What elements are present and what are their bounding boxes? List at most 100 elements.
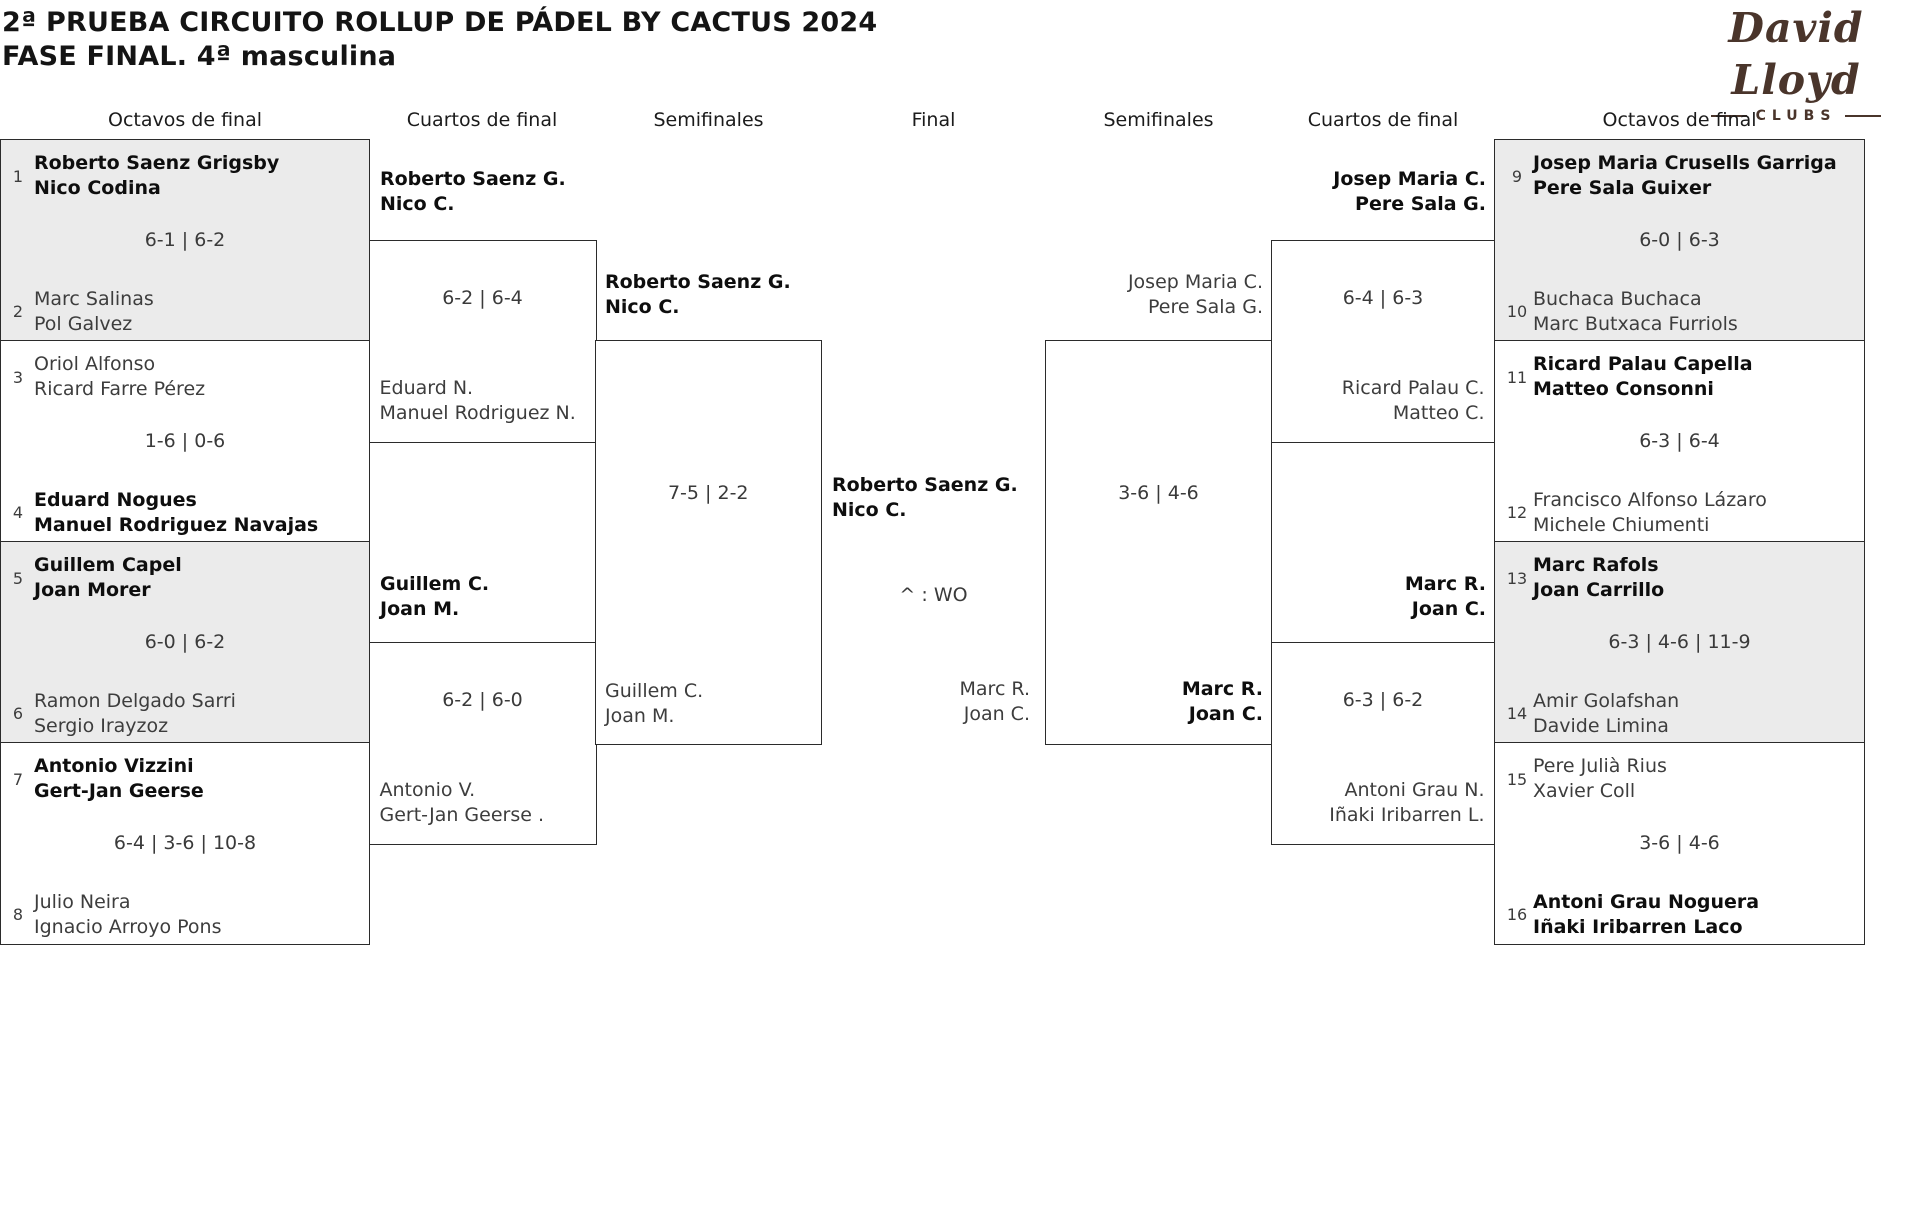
seed-number: 8 xyxy=(12,905,24,924)
advancing-team-label: Roberto Saenz G. Nico C. xyxy=(380,167,566,217)
team-name: Marc Rafols Joan Carrillo xyxy=(1533,553,1664,603)
player-name: Marc R. xyxy=(959,678,1030,700)
player-name: Nico C. xyxy=(605,296,680,318)
team-name: Eduard N. Manuel Rodriguez N. xyxy=(380,376,576,426)
player-name: Roberto Saenz Grigsby xyxy=(34,152,280,174)
advancing-team-label: Josep Maria C. Pere Sala G. xyxy=(1333,167,1486,217)
player-name: Pere Sala G. xyxy=(1355,193,1486,215)
match-score: 3-6 | 4-6 xyxy=(1118,482,1199,504)
round-header-sf-right: Semifinales xyxy=(1103,109,1214,131)
match-score: 1-6 | 0-6 xyxy=(144,430,226,453)
team-name: Antonio V. Gert-Jan Geerse . xyxy=(380,778,545,828)
team-name: Julio Neira Ignacio Arroyo Pons xyxy=(34,890,222,940)
advancing-team-label: Guillem C. Joan M. xyxy=(380,572,489,622)
semifinal-loser-label: Guillem C. Joan M. xyxy=(605,679,703,729)
player-name: Nico C. xyxy=(832,499,907,521)
team-row: 9 Josep Maria Crusells Garriga Pere Sala… xyxy=(1504,151,1860,201)
seed-number: 6 xyxy=(12,704,24,723)
match-box-r16-8: 15 Pere Julià Rius Xavier Coll 3-6 | 4-6… xyxy=(1494,742,1865,945)
team-row: 5 Guillem Capel Joan Morer xyxy=(5,553,365,603)
team-row: 14 Amir Golafshan Davide Limina xyxy=(1504,689,1860,739)
team-name: Antonio Vizzini Gert-Jan Geerse xyxy=(34,754,204,804)
player-name: Nico Codina xyxy=(34,177,161,199)
team-row: 6 Ramon Delgado Sarri Sergio Irayzoz xyxy=(5,689,365,739)
logo-rule-right xyxy=(1845,115,1882,117)
player-name: Oriol Alfonso xyxy=(34,353,156,375)
player-name: Manuel Rodriguez Navajas xyxy=(34,513,319,536)
player-name: Roberto Saenz G. xyxy=(605,271,791,293)
team-name: Marc Salinas Pol Galvez xyxy=(34,287,154,337)
player-name: Pere Julià Rius xyxy=(1533,755,1667,777)
advancing-team-label: Roberto Saenz G. Nico C. xyxy=(605,270,791,320)
player-name: Julio Neira xyxy=(34,890,131,913)
player-name: Antoni Grau N. xyxy=(1344,778,1485,801)
player-name: Buchaca Buchaca xyxy=(1533,287,1702,310)
match-box-qf-2: 6-2 | 6-0 Antonio V. Gert-Jan Geerse . xyxy=(368,642,597,845)
team-row: 7 Antonio Vizzini Gert-Jan Geerse xyxy=(5,754,365,804)
player-name: Francisco Alfonso Lázaro xyxy=(1533,488,1767,511)
team-name: Antoni Grau N. Iñaki Iribarren L. xyxy=(1329,778,1484,828)
seed-number: 16 xyxy=(1506,905,1528,924)
team-name: Ramon Delgado Sarri Sergio Irayzoz xyxy=(34,689,236,739)
logo-rule-left xyxy=(1710,115,1747,117)
player-name: Nico C. xyxy=(380,193,455,215)
team-name: Ricard Palau C. Matteo C. xyxy=(1342,376,1485,426)
player-name: Joan Morer xyxy=(34,579,151,601)
match-box-r16-5: 9 Josep Maria Crusells Garriga Pere Sala… xyxy=(1494,139,1865,342)
team-row: 13 Marc Rafols Joan Carrillo xyxy=(1504,553,1860,603)
match-box-qf-1: 6-2 | 6-4 Eduard N. Manuel Rodriguez N. xyxy=(368,240,597,443)
round-header-final: Final xyxy=(911,109,956,131)
player-name: Gert-Jan Geerse . xyxy=(379,803,545,826)
match-score: 6-3 | 6-2 xyxy=(1342,689,1424,711)
champion-label: Roberto Saenz G. Nico C. xyxy=(832,473,1018,523)
team-name: Francisco Alfonso Lázaro Michele Chiumen… xyxy=(1533,488,1767,538)
team-row: 3 Oriol Alfonso Ricard Farre Pérez xyxy=(5,352,365,402)
semifinal-loser-label: Josep Maria C. Pere Sala G. xyxy=(1128,270,1263,320)
logo-brand-text: David Lloyd xyxy=(1728,4,1864,104)
team-name: Pere Julià Rius Xavier Coll xyxy=(1533,754,1667,804)
seed-number: 14 xyxy=(1506,704,1528,723)
match-score: 6-1 | 6-2 xyxy=(144,229,226,252)
player-name: Marc Butxaca Furriols xyxy=(1533,312,1738,335)
page-title: 2ª PRUEBA CIRCUITO ROLLUP DE PÁDEL BY CA… xyxy=(2,6,877,74)
team-name: Eduard Nogues Manuel Rodriguez Navajas xyxy=(34,488,318,538)
team-row: 4 Eduard Nogues Manuel Rodriguez Navajas xyxy=(5,488,365,538)
team-row: 15 Pere Julià Rius Xavier Coll xyxy=(1504,754,1860,804)
logo-clubs-text: CLUBS xyxy=(1755,108,1837,124)
round-header-qf-right: Cuartos de final xyxy=(1307,109,1459,131)
player-name: Joan M. xyxy=(380,598,460,620)
player-name: Eduard N. xyxy=(379,376,474,399)
player-name: Amir Golafshan xyxy=(1533,689,1680,712)
player-name: Marc R. xyxy=(1181,678,1263,700)
match-box-qf-3: 6-4 | 6-3 Ricard Palau C. Matteo C. xyxy=(1270,240,1496,443)
player-name: Ignacio Arroyo Pons xyxy=(34,915,222,938)
player-name: Pol Galvez xyxy=(34,312,133,335)
advancing-team-label: Marc R. Joan C. xyxy=(1405,572,1486,622)
player-name: Ricard Palau C. xyxy=(1341,376,1485,399)
team-name: Ricard Palau Capella Matteo Consonni xyxy=(1533,352,1753,402)
team-row: 12 Francisco Alfonso Lázaro Michele Chiu… xyxy=(1504,488,1860,538)
player-name: Josep Maria C. xyxy=(1333,168,1486,190)
team-row: 16 Antoni Grau Noguera Iñaki Iribarren L… xyxy=(1504,890,1860,940)
player-name: Joan C. xyxy=(1188,703,1263,725)
player-name: Iñaki Iribarren Laco xyxy=(1533,915,1743,938)
seed-number: 10 xyxy=(1506,302,1528,321)
seed-number: 7 xyxy=(12,769,24,789)
seed-number: 11 xyxy=(1506,367,1528,387)
player-name: Sergio Irayzoz xyxy=(34,714,169,737)
match-box-r16-6: 11 Ricard Palau Capella Matteo Consonni … xyxy=(1494,340,1865,543)
team-name: Amir Golafshan Davide Limina xyxy=(1533,689,1679,739)
player-name: Michele Chiumenti xyxy=(1533,513,1710,536)
match-score: 6-4 | 3-6 | 10-8 xyxy=(113,832,257,855)
round-header-r16-right: Octavos de final xyxy=(1602,109,1757,131)
team-row: 10 Buchaca Buchaca Marc Butxaca Furriols xyxy=(1504,287,1860,337)
match-score: 6-0 | 6-3 xyxy=(1639,229,1720,252)
player-name: Matteo Consonni xyxy=(1533,378,1714,400)
player-name: Josep Maria Crusells Garriga xyxy=(1533,152,1837,174)
team-name: Antoni Grau Noguera Iñaki Iribarren Laco xyxy=(1533,890,1759,940)
runner-up-label: Marc R. Joan C. xyxy=(960,677,1030,727)
team-row: 2 Marc Salinas Pol Galvez xyxy=(5,287,365,337)
player-name: Pere Sala Guixer xyxy=(1533,177,1712,199)
player-name: Marc Rafols xyxy=(1533,554,1659,576)
match-box-sf-1: 7-5 | 2-2 xyxy=(595,340,822,745)
